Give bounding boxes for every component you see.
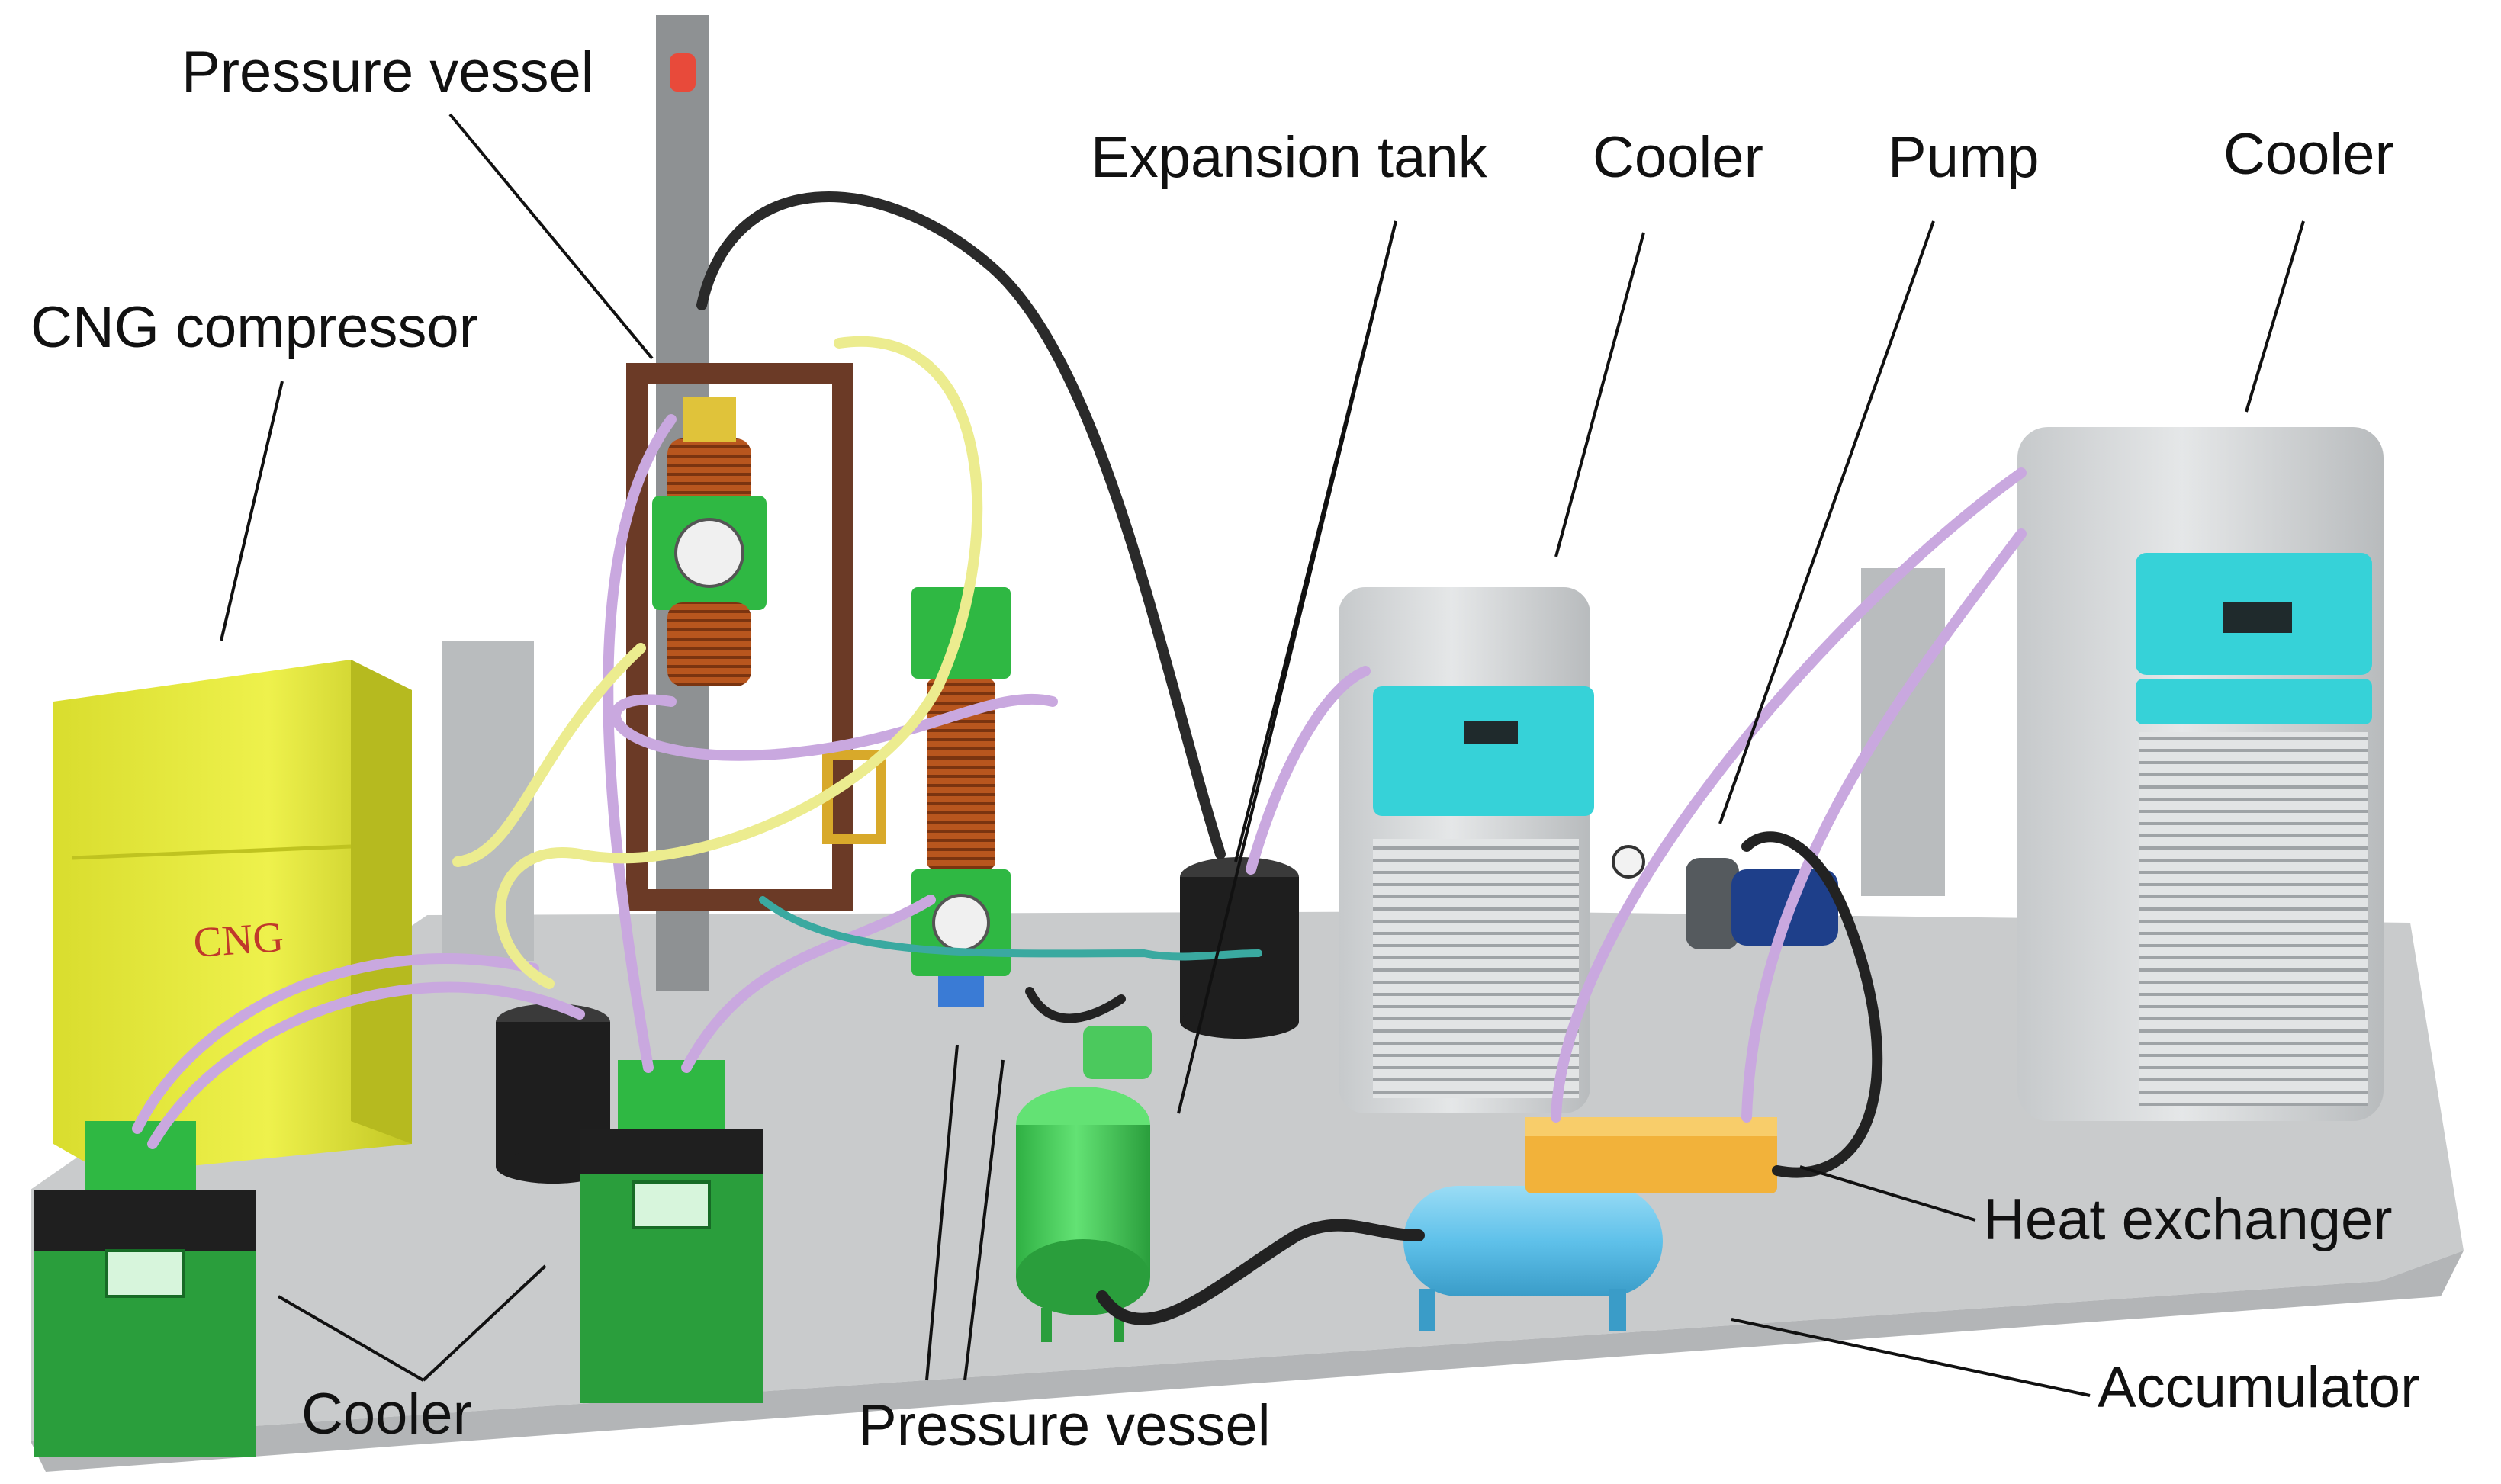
pressure-vessel-upper — [652, 397, 767, 686]
leader-expansion-tank-2 — [1177, 220, 1397, 1114]
water-bath-middle — [1180, 857, 1299, 1039]
green-cooler-right — [580, 1060, 763, 1403]
leader-pressure-vessel-bottom-2 — [963, 1059, 1005, 1381]
leader-lines — [220, 113, 2305, 1397]
leader-heat-exchanger — [1799, 1165, 1976, 1222]
pressure-vessel-lower — [911, 587, 1011, 1007]
cooler-cabinet-right — [2017, 427, 2384, 1121]
label-accumulator: Accumulator — [2098, 1355, 2419, 1420]
leader-cooler-bottom-left-2 — [422, 1264, 547, 1382]
label-heat-exchanger: Heat exchanger — [1983, 1187, 2393, 1252]
cng-box-text: CNG — [192, 914, 285, 967]
small-green-box — [1083, 1026, 1152, 1079]
heat-exchanger-unit — [1525, 1117, 1777, 1193]
leader-cooler-middle — [1554, 232, 1645, 557]
green-expansion-vessel — [1016, 1087, 1150, 1342]
cng-compressor — [53, 660, 412, 1174]
label-cooler-bottom-left: Cooler — [301, 1382, 472, 1447]
label-expansion-tank: Expansion tank — [1091, 125, 1488, 190]
hoses — [132, 191, 2027, 1325]
label-cooler-right: Cooler — [2223, 122, 2394, 187]
cooler-cabinet-middle — [1339, 587, 1594, 1113]
label-cng-compressor: CNG compressor — [31, 295, 478, 360]
label-cooler-middle: Cooler — [1593, 125, 1763, 190]
leader-accumulator — [1731, 1318, 2091, 1397]
leader-cooler-right — [2245, 220, 2305, 413]
leader-pump — [1718, 220, 1935, 824]
label-pressure-vessel-top: Pressure vessel — [182, 40, 594, 104]
post-indicator-light — [670, 53, 696, 92]
accumulator-tank — [1403, 1186, 1663, 1331]
platform-shadow — [31, 1251, 2464, 1472]
leader-pressure-vessel-top — [448, 113, 654, 360]
pressure-vessel-frame — [626, 363, 853, 911]
leader-cng-compressor — [220, 381, 284, 641]
green-cooler-left — [34, 1121, 256, 1457]
label-pressure-vessel-bottom: Pressure vessel — [858, 1393, 1271, 1458]
label-pump: Pump — [1888, 125, 2040, 190]
leader-pressure-vessel-bottom-1 — [925, 1044, 959, 1381]
leader-cooler-bottom-left-1 — [277, 1295, 425, 1382]
